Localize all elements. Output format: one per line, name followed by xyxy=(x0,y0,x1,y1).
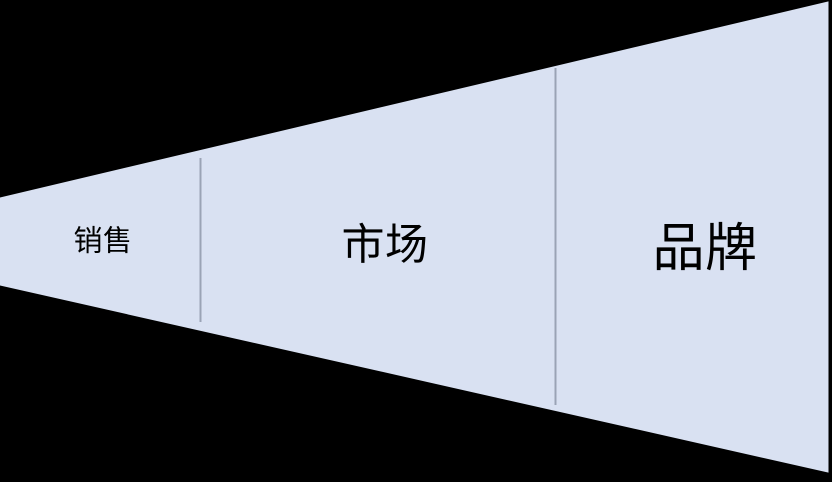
funnel-segment-label-market: 市场 xyxy=(341,220,429,271)
funnel-segment-label-brand: 品牌 xyxy=(652,219,758,279)
funnel-body[interactable] xyxy=(0,1,829,473)
funnel-segment-label-sales: 销售 xyxy=(73,223,133,258)
